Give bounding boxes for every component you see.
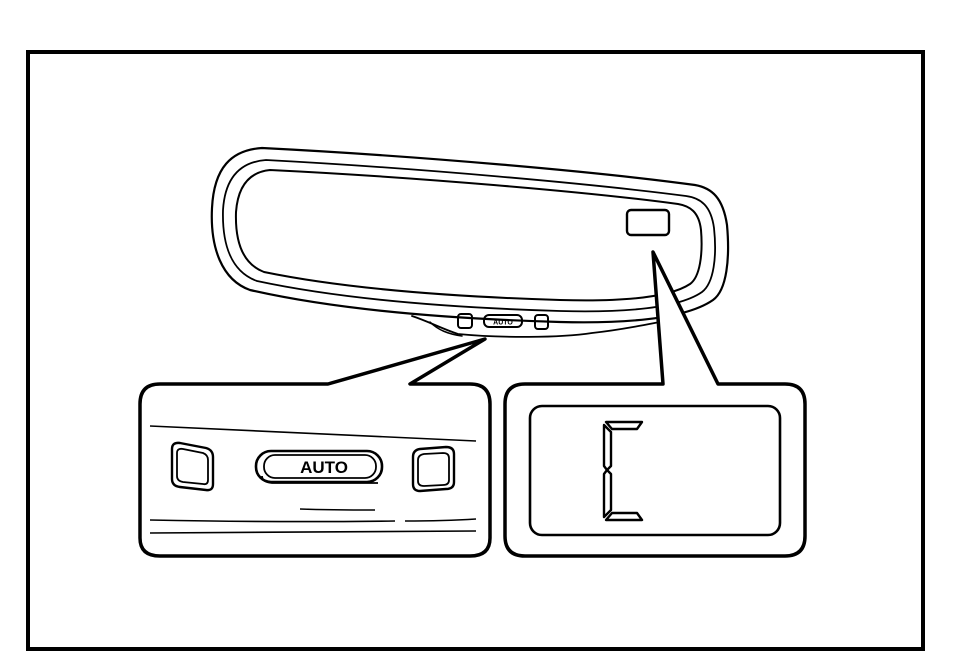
mirror-auto-label: AUTO [493,320,513,327]
mirror-left-button [457,313,473,329]
callout-left-box [138,337,492,558]
mirror-bottom-lip-2 [429,321,463,337]
mirror-bottom-lip [411,315,681,338]
callout-left-bottom-line-1 [149,518,477,523]
segment-upper-left [602,423,613,472]
segment-bottom [604,511,644,522]
left-button-icon [170,441,215,492]
callout-right [503,250,807,558]
callout-left-bottom-line-3 [299,508,376,511]
auto-button-label: AUTO [300,458,348,477]
auto-button[interactable] [254,449,384,484]
compass-display-screen [528,404,782,537]
outer-frame [26,50,925,651]
callout-left-top-line [149,425,477,442]
mirror-auto-button [483,314,523,328]
callout-left [138,337,492,558]
compass-segment-c [602,420,644,522]
segment-lower-left [602,468,613,519]
segment-top [604,420,644,431]
right-button-icon [411,445,456,493]
mirror-right-button [534,314,549,330]
callout-left-bottom-line-2 [149,530,477,534]
mirror-display-window [625,208,671,237]
mirror-glass [234,169,703,302]
